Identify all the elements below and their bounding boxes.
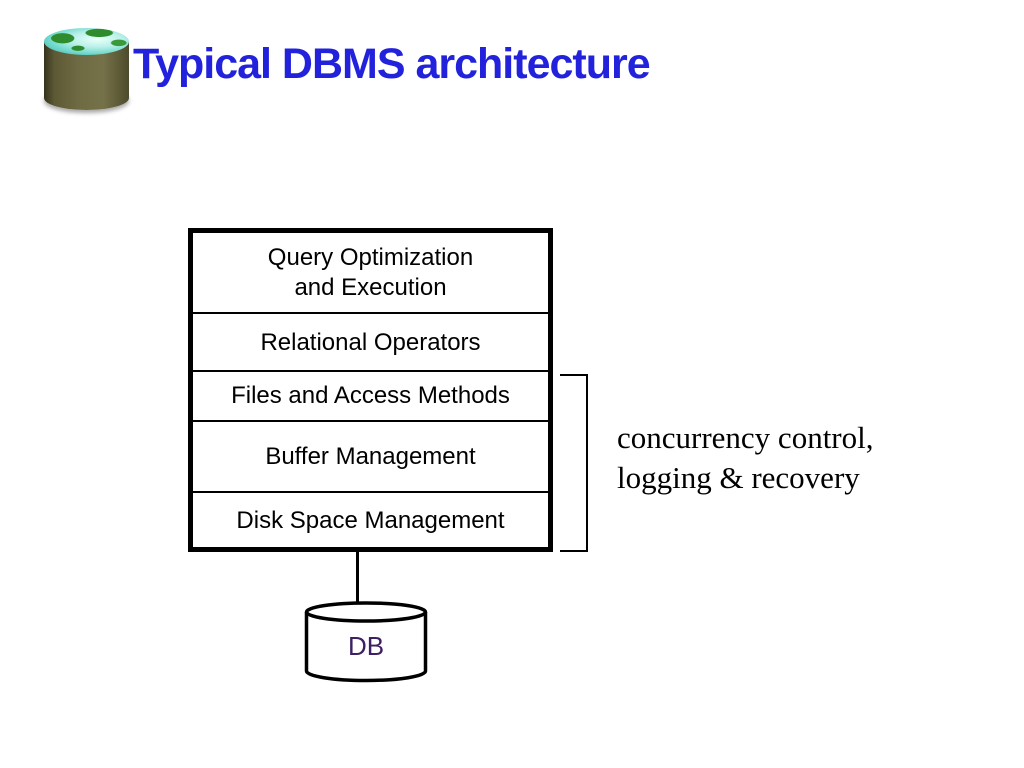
layer-query-optimization: Query Optimization and Execution — [267, 244, 474, 301]
db-cylinder-shape — [304, 601, 428, 683]
icon-globe-top — [44, 28, 129, 55]
annotation-bracket — [560, 374, 588, 552]
annotation-text: concurrency control, logging & recovery — [617, 418, 874, 498]
database-cylinder-icon: DB — [304, 601, 428, 685]
annotation-line-1: concurrency control, — [617, 420, 874, 455]
annotation-line-2: logging & recovery — [617, 460, 860, 495]
layer-buffer-management: Buffer Management — [193, 419, 548, 492]
globe-database-cylinder-icon — [44, 28, 129, 112]
db-label: DB — [347, 631, 385, 661]
layer-files-access-methods: Files and Access Methods — [193, 370, 548, 420]
page-title: Typical DBMS architecture — [133, 40, 651, 88]
dbms-layer-stack: Query Optimization and Execution Relatio… — [188, 228, 553, 552]
stack-to-db-connector — [356, 550, 359, 610]
layer-disk-space-management: Disk Space Management — [193, 491, 548, 547]
layer-relational-operators: Relational Operators — [193, 312, 548, 370]
